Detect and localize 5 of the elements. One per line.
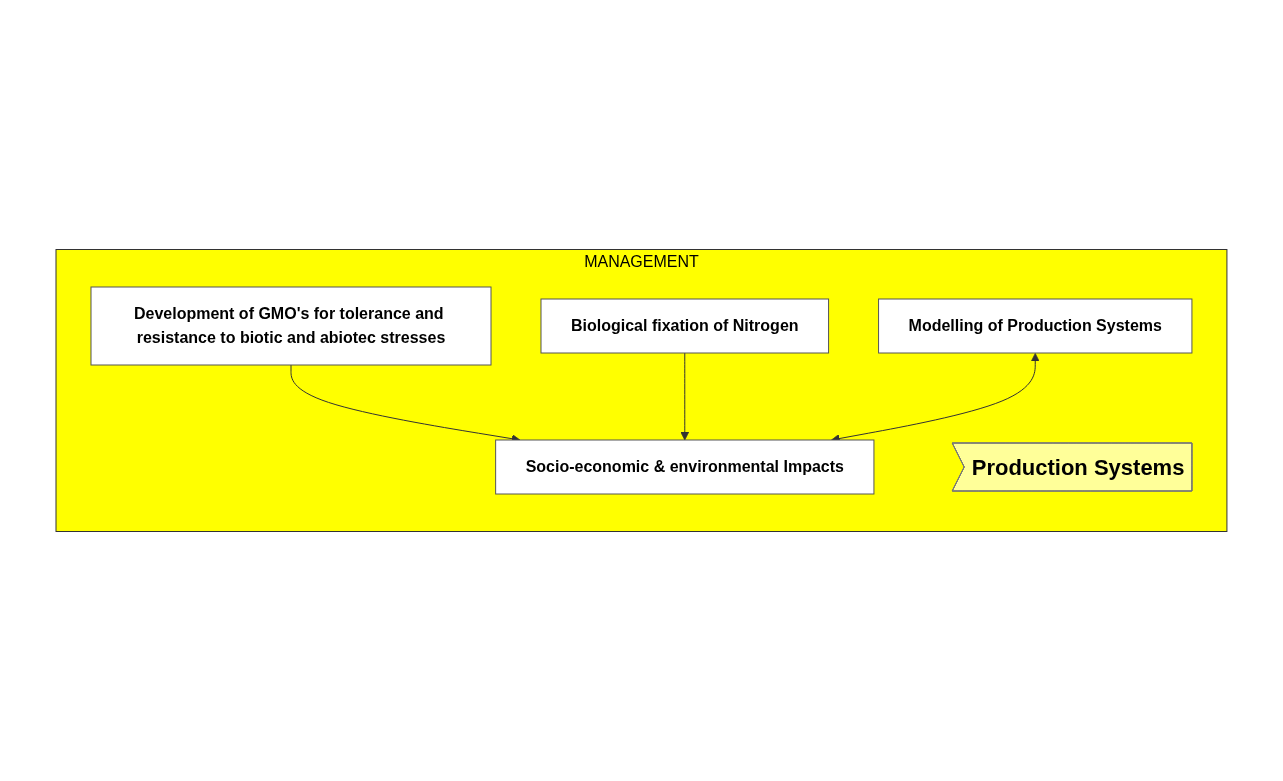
- node-box: Development of GMO's for tolerance and resistance to biotic and abiotec stresses: [90, 286, 492, 366]
- node-box: Biological fixation of Nitrogen: [540, 298, 830, 354]
- node-box: Socio-economic & environmental Impacts: [495, 439, 875, 495]
- arrow: [680, 352, 690, 441]
- node-box: Modelling of Production Systems: [878, 298, 1193, 354]
